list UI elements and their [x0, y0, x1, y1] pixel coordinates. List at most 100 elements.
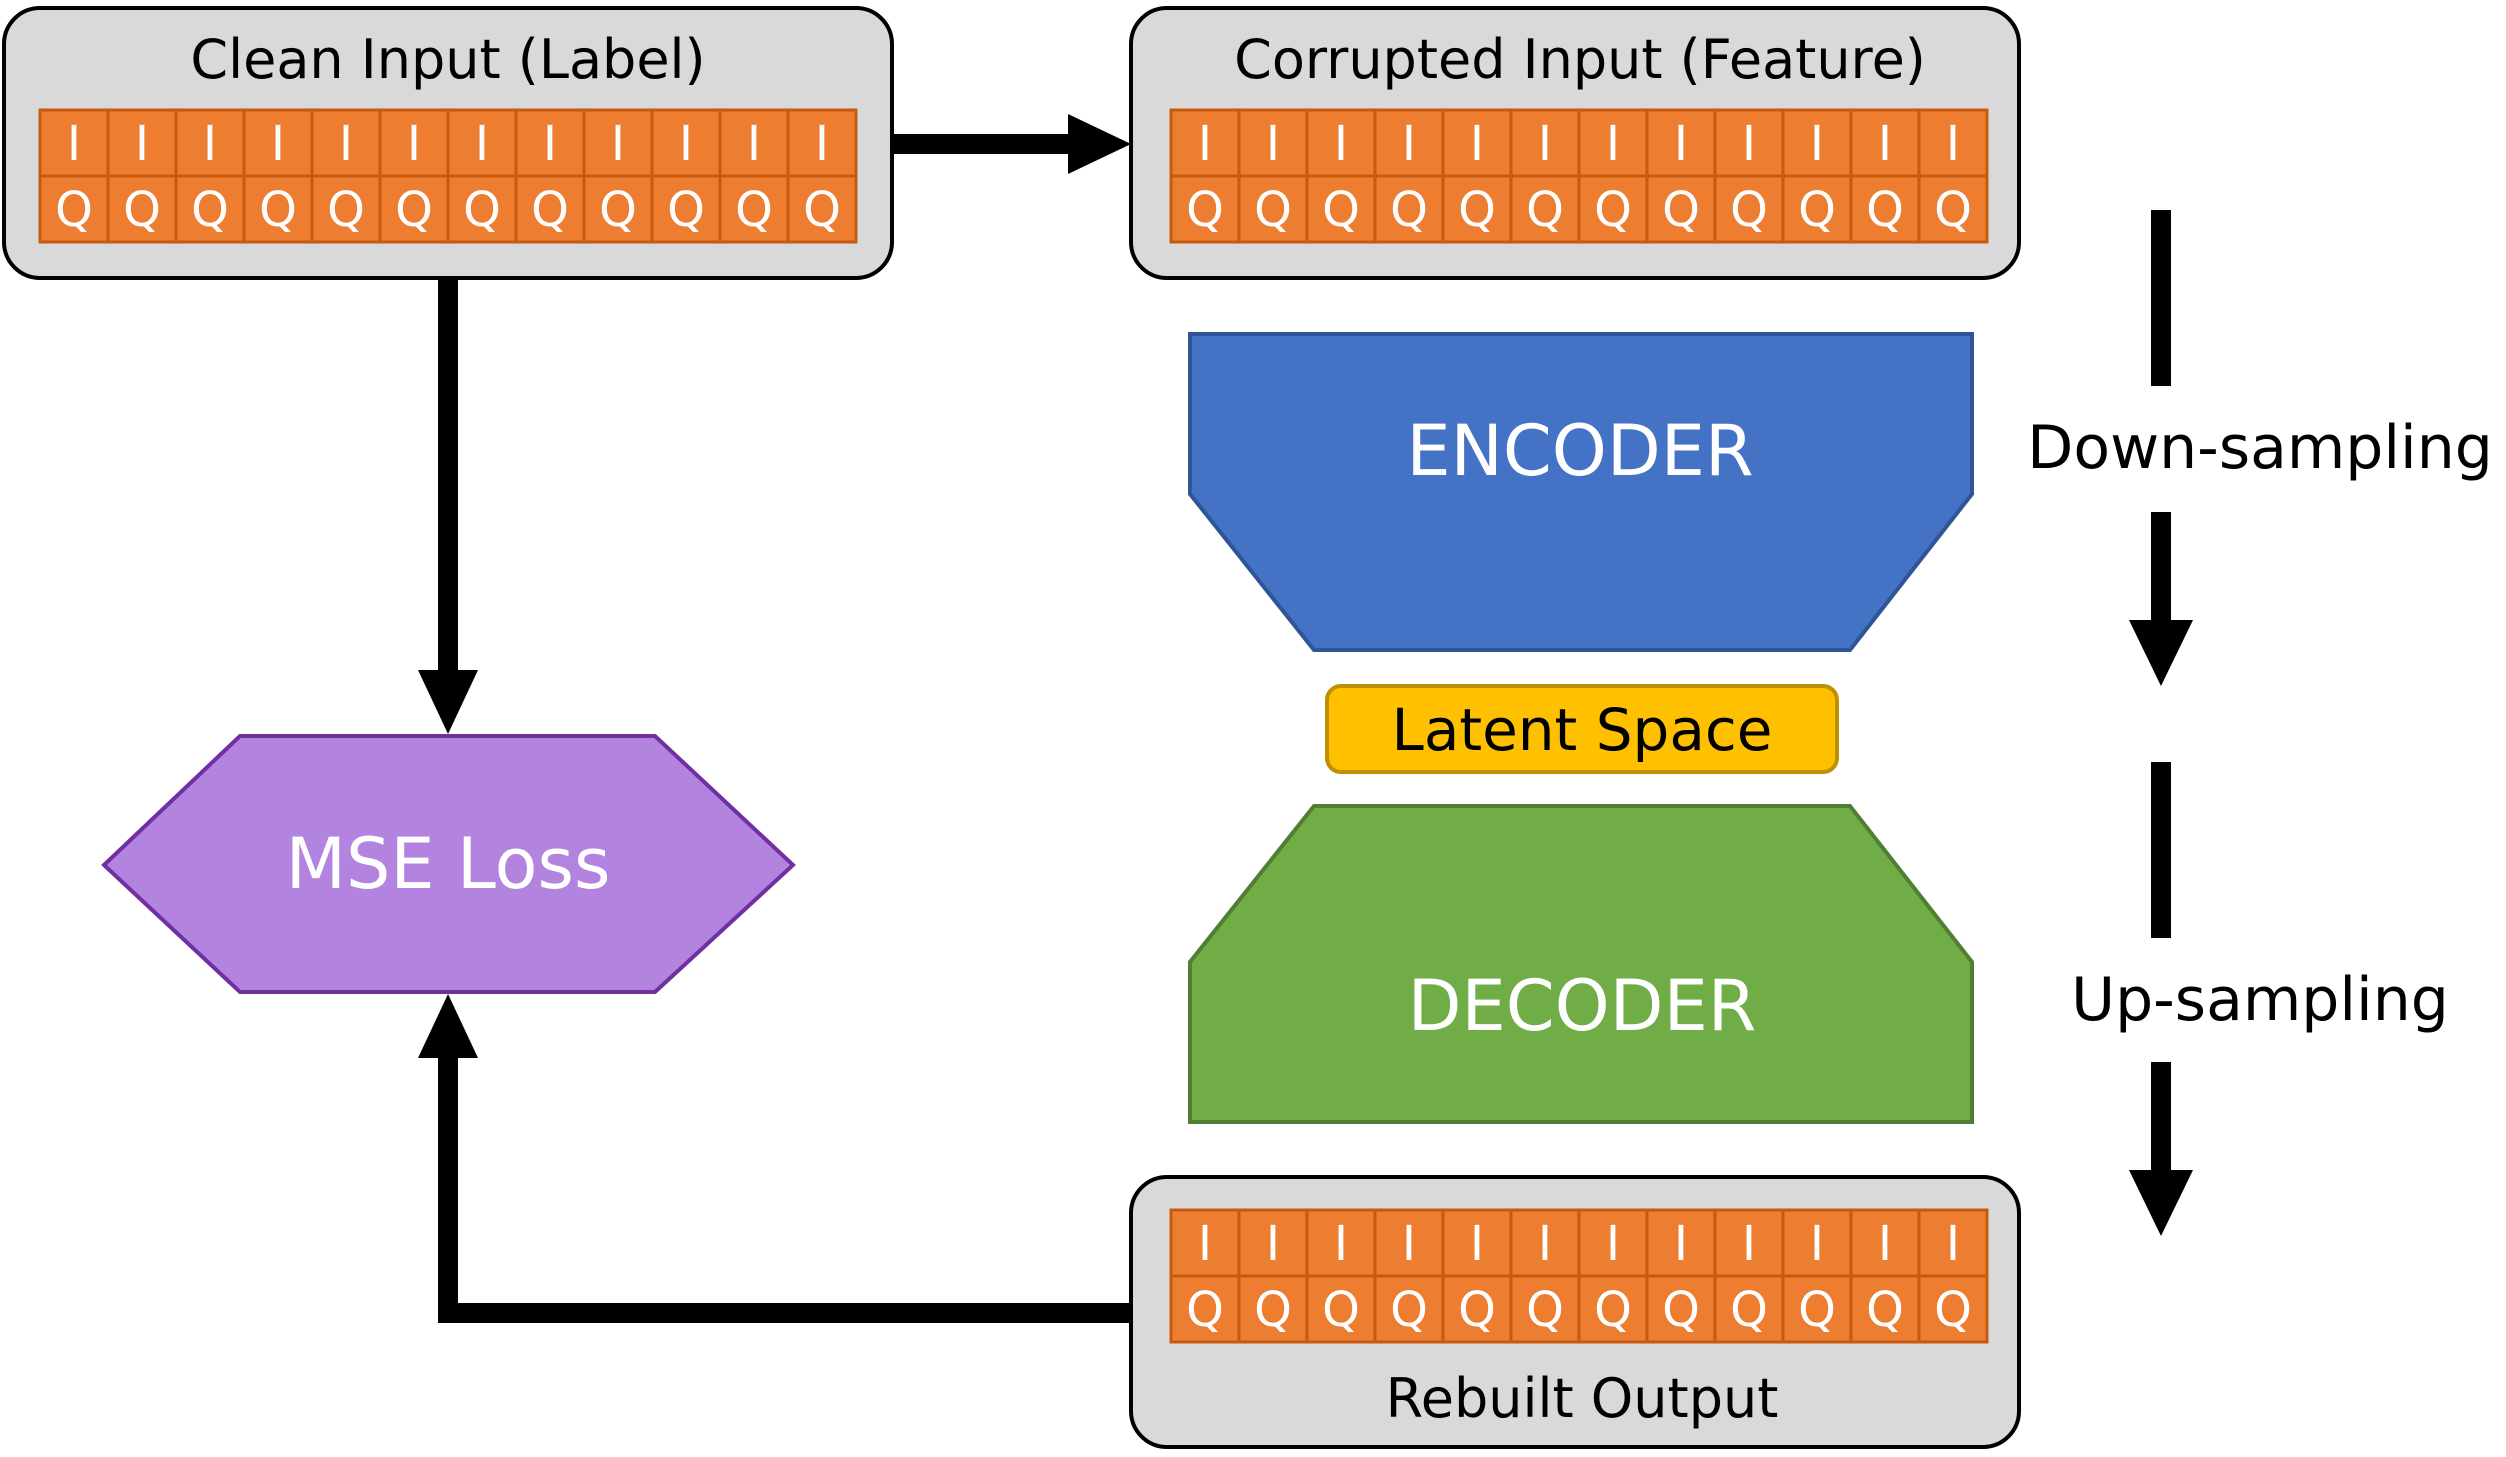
- i-cell-label: I: [1470, 116, 1484, 172]
- i-cell-label: I: [1266, 116, 1280, 172]
- iq-cell: [1237, 174, 1309, 244]
- iq-cell: [718, 174, 790, 244]
- i-cell-label: I: [1198, 1216, 1212, 1272]
- iq-cell: [106, 108, 178, 178]
- iq-cell: [1237, 1208, 1309, 1278]
- q-cell-label: Q: [1322, 1282, 1360, 1338]
- q-cell-label: Q: [1254, 182, 1292, 238]
- q-cell-label: Q: [531, 182, 569, 238]
- q-cell-label: Q: [1730, 182, 1768, 238]
- i-cell-label: I: [1266, 1216, 1280, 1272]
- iq-cell: [1509, 1274, 1581, 1344]
- q-cell-label: Q: [803, 182, 841, 238]
- iq-cell: [1849, 174, 1921, 244]
- i-cell-label: I: [1878, 1216, 1892, 1272]
- i-cell-label: I: [475, 116, 489, 172]
- iq-cell: [38, 108, 110, 178]
- iq-cell: [446, 174, 518, 244]
- iq-cell: [1917, 1208, 1989, 1278]
- mse-loss-label: MSE Loss: [286, 823, 611, 905]
- i-cell-label: I: [1402, 116, 1416, 172]
- q-cell-label: Q: [123, 182, 161, 238]
- iq-cell: [1305, 108, 1377, 178]
- i-cell-label: I: [747, 116, 761, 172]
- iq-cell: [1305, 1274, 1377, 1344]
- decoder-label: DECODER: [1408, 965, 1757, 1047]
- down-sampling-indicator: Down-sampling: [2027, 210, 2493, 686]
- q-cell-label: Q: [1662, 1282, 1700, 1338]
- i-cell-label: I: [1742, 1216, 1756, 1272]
- i-cell-label: I: [339, 116, 353, 172]
- iq-cell: [1917, 174, 1989, 244]
- q-cell-label: Q: [463, 182, 501, 238]
- i-cell-label: I: [1946, 116, 1960, 172]
- q-cell-label: Q: [1934, 182, 1972, 238]
- q-cell-label: Q: [1458, 182, 1496, 238]
- q-cell-label: Q: [1390, 1282, 1428, 1338]
- iq-cell: [650, 108, 722, 178]
- i-cell-label: I: [1334, 1216, 1348, 1272]
- i-cell-label: I: [67, 116, 81, 172]
- arrow-clean-to-loss: [418, 278, 478, 734]
- iq-cell: [1713, 174, 1785, 244]
- arrow-rebuilt-to-loss: [418, 994, 1131, 1323]
- q-cell-label: Q: [191, 182, 229, 238]
- iq-cell: [378, 174, 450, 244]
- iq-cell: [1917, 1274, 1989, 1344]
- q-cell-label: Q: [1526, 182, 1564, 238]
- iq-cell: [1577, 108, 1649, 178]
- iq-cell: [1577, 1208, 1649, 1278]
- i-cell-label: I: [1538, 1216, 1552, 1272]
- iq-cell: [1305, 1208, 1377, 1278]
- corrupted-input-title: Corrupted Input (Feature): [1234, 28, 1926, 91]
- rebuilt-output-title: Rebuilt Output: [1386, 1367, 1779, 1430]
- i-cell-label: I: [1742, 116, 1756, 172]
- i-cell-label: I: [135, 116, 149, 172]
- up-sampling-indicator: Up-sampling: [2071, 762, 2449, 1236]
- iq-cell: [1509, 108, 1581, 178]
- up-sampling-label: Up-sampling: [2071, 965, 2449, 1035]
- q-cell-label: Q: [1866, 1282, 1904, 1338]
- i-cell-label: I: [1674, 1216, 1688, 1272]
- i-cell-label: I: [1402, 1216, 1416, 1272]
- iq-cell: [1373, 174, 1445, 244]
- q-cell-label: Q: [1186, 1282, 1224, 1338]
- q-cell-label: Q: [1594, 182, 1632, 238]
- iq-cell: [1645, 1208, 1717, 1278]
- iq-cell: [1917, 108, 1989, 178]
- iq-cell: [174, 174, 246, 244]
- iq-cell: [1373, 108, 1445, 178]
- iq-cell: [514, 108, 586, 178]
- iq-cell: [310, 174, 382, 244]
- i-cell-label: I: [1946, 1216, 1960, 1272]
- i-cell-label: I: [1538, 116, 1552, 172]
- i-cell-label: I: [1606, 1216, 1620, 1272]
- iq-cell: [242, 174, 314, 244]
- q-cell-label: Q: [259, 182, 297, 238]
- q-cell-label: Q: [395, 182, 433, 238]
- mse-loss-block: MSE Loss: [101, 734, 796, 994]
- iq-cell: [1781, 1208, 1853, 1278]
- iq-cell: [1441, 174, 1513, 244]
- q-cell-label: Q: [1798, 182, 1836, 238]
- iq-cell: [1169, 1274, 1241, 1344]
- iq-cell: [174, 108, 246, 178]
- q-cell-label: Q: [1866, 182, 1904, 238]
- encoder-block: ENCODER: [1188, 332, 1974, 652]
- i-cell-label: I: [203, 116, 217, 172]
- q-cell-label: Q: [1662, 182, 1700, 238]
- iq-cell: [786, 108, 858, 178]
- iq-cell: [1373, 1274, 1445, 1344]
- arrow-clean-to-corrupted: [892, 114, 1131, 174]
- decoder-block: DECODER: [1188, 804, 1974, 1124]
- i-cell-label: I: [1878, 116, 1892, 172]
- latent-space-label: Latent Space: [1392, 696, 1773, 764]
- i-cell-label: I: [815, 116, 829, 172]
- i-cell-label: I: [611, 116, 625, 172]
- iq-cell: [1509, 174, 1581, 244]
- q-cell-label: Q: [1390, 182, 1428, 238]
